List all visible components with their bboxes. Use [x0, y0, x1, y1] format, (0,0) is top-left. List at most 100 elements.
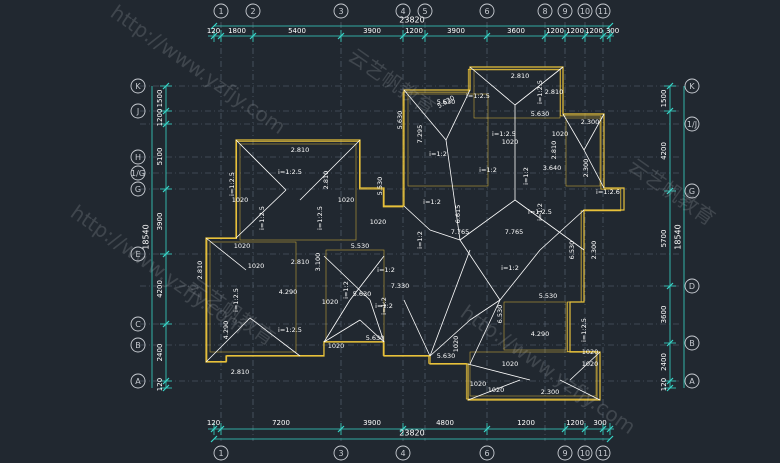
bottom-dimension-slash — [599, 425, 607, 433]
roof-label: 6.530 — [568, 241, 576, 260]
left-axis-bubble-circle — [130, 149, 146, 165]
roof-label: 1020 — [452, 336, 460, 353]
bottom-axis-bubble-label: 4 — [400, 449, 405, 458]
bottom-dimension-segment: 1200 — [566, 419, 584, 427]
roof-label: i=1:2 — [342, 281, 350, 299]
top-dimension-slash — [337, 32, 345, 40]
roof-label: 2.810 — [550, 141, 558, 160]
roof-label: i=1:2 — [429, 150, 447, 158]
roof-label: i=1:2.6 — [596, 188, 620, 196]
right-dimension-segment: 1500 — [660, 90, 668, 108]
roof-segment — [209, 241, 297, 353]
right-dimension-slash — [666, 282, 674, 290]
left-axis-bubble-label: K — [135, 82, 141, 91]
top-axis-bubble-label: 5 — [422, 7, 427, 16]
roof-label: 1020 — [582, 360, 599, 368]
right-dimension-slash — [666, 187, 674, 195]
roof-label: i=1:2 — [501, 264, 519, 272]
right-dimension-slash — [666, 384, 674, 392]
roof-outline — [205, 66, 625, 401]
bottom-axis-bubble-circle — [595, 445, 611, 461]
left-axis-bubble-circle — [130, 373, 146, 389]
roof-label: i=1:2 — [522, 167, 530, 185]
top-dimension-total-slash — [210, 22, 218, 30]
hip-line — [403, 299, 431, 357]
left-axis-bubble-label: E — [135, 250, 140, 259]
top-dimension-slash — [581, 32, 589, 40]
roof-label: 2.810 — [231, 368, 250, 376]
hip-line — [469, 299, 501, 365]
left-axis-bubble-label: G — [135, 185, 141, 194]
roof-segment — [325, 249, 385, 343]
left-axis-bubble-label: B — [135, 341, 141, 350]
left-dimension-segment: 5100 — [156, 148, 164, 166]
right-axis-bubble-label: 1/J — [687, 120, 697, 129]
top-dimension-segment: 1200 — [585, 27, 603, 35]
roof-label: 1020 — [232, 196, 249, 204]
roof-label: 6.615 — [454, 205, 462, 224]
hip-line — [469, 66, 516, 106]
left-dimension-slash — [162, 107, 170, 115]
roof-outline-inner — [206, 68, 622, 400]
right-axis-bubble-label: D — [689, 282, 695, 291]
right-axis-bubble-circle — [684, 183, 700, 199]
top-axis-bubble-label: 3 — [338, 7, 343, 16]
roof-label: 5.630 — [396, 111, 404, 130]
axis-lines — [140, 22, 682, 441]
hip-line — [514, 66, 564, 106]
roof-label: 1020 — [248, 262, 265, 270]
roof-label: 5.630 — [353, 290, 372, 298]
roof-label: i=1:2 — [375, 302, 393, 310]
top-dimension-total-label: 23820 — [399, 16, 424, 25]
bottom-dimension-segment: 120 — [207, 419, 220, 427]
left-dimension-segment: 120 — [156, 378, 164, 391]
roof-label: 2.810 — [545, 88, 564, 96]
roof-label: 5.530 — [376, 177, 384, 196]
roof-label: 5.630 — [436, 94, 456, 110]
bottom-dimension-slash — [210, 425, 218, 433]
hip-line — [514, 199, 585, 251]
top-axis-bubble-circle — [395, 3, 411, 19]
left-axis-bubble-label: H — [135, 153, 141, 162]
roof-label: i=1:2.5 — [536, 80, 544, 104]
left-axis-bubble-circle — [130, 181, 146, 197]
bottom-dimension-total-slash — [210, 435, 218, 443]
bottom-axis-bubble-circle — [213, 445, 229, 461]
roof-label: i=1:2 — [377, 266, 395, 274]
roof-label: i=1:2.5 — [228, 172, 236, 196]
roof-label: 7.330 — [391, 282, 410, 290]
hip-line — [249, 317, 301, 357]
roof-segment — [239, 143, 357, 241]
top-axis-bubble-circle — [333, 3, 349, 19]
roof-label: i=1:2.5 — [316, 206, 324, 230]
right-axis-bubble-circle — [684, 373, 700, 389]
roof-segment — [503, 301, 567, 351]
top-axis-bubble-circle — [577, 3, 593, 19]
hip-line — [459, 199, 516, 241]
left-dimension-segment: 2400 — [156, 344, 164, 362]
right-axis-bubble-label: G — [689, 187, 695, 196]
hip-line — [235, 189, 287, 239]
right-axis-bubble-circle — [684, 116, 700, 132]
roof-label: 2.810 — [322, 171, 330, 190]
left-axis-bubble-label: C — [135, 320, 141, 329]
right-axis-bubble-label: K — [689, 82, 695, 91]
roof-label: 4.290 — [531, 330, 550, 338]
right-dimension-total-label: 18540 — [674, 224, 683, 249]
left-dimension-segment: 1200 — [156, 109, 164, 127]
left-dimension-slash — [162, 377, 170, 385]
hip-line — [235, 139, 287, 191]
top-axis-bubble-circle — [479, 3, 495, 19]
roof-label: i=1:2.5 — [278, 168, 302, 176]
hip-line — [429, 319, 471, 357]
left-axis-bubble-circle — [130, 165, 146, 181]
roof-label: i=1:2 — [416, 231, 424, 249]
left-axis-bubble-circle — [130, 103, 146, 119]
top-dimension-segment: 3900 — [447, 27, 465, 35]
hip-line — [323, 319, 361, 343]
roof-label: 7.765 — [451, 228, 470, 236]
left-dimension-total-label: 18540 — [142, 224, 151, 249]
